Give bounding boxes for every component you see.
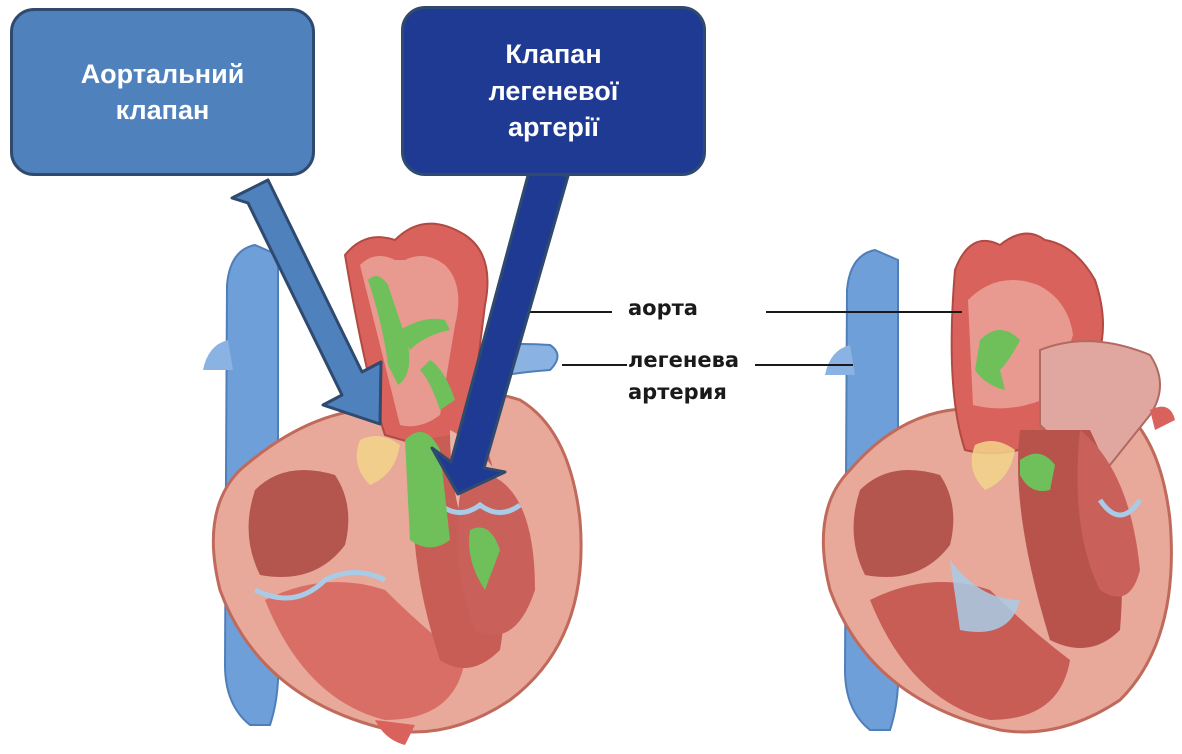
aortic-valve-callout: Аортальний клапан — [10, 8, 315, 176]
pulmonary-valve-callout: Клапан легеневої артерії — [401, 6, 706, 176]
pulmonary-artery-label-line1: легенева — [628, 348, 739, 372]
aorta-label: аорта — [628, 296, 698, 320]
arrow-to-pulmonary-valve — [432, 168, 568, 494]
pulmonary-valve-label: Клапан легеневої артерії — [489, 36, 619, 145]
pulmonary-artery-label-line2: артерия — [628, 380, 727, 404]
arrow-to-aortic-valve — [232, 180, 381, 424]
aortic-valve-label: Аортальний клапан — [81, 56, 245, 129]
